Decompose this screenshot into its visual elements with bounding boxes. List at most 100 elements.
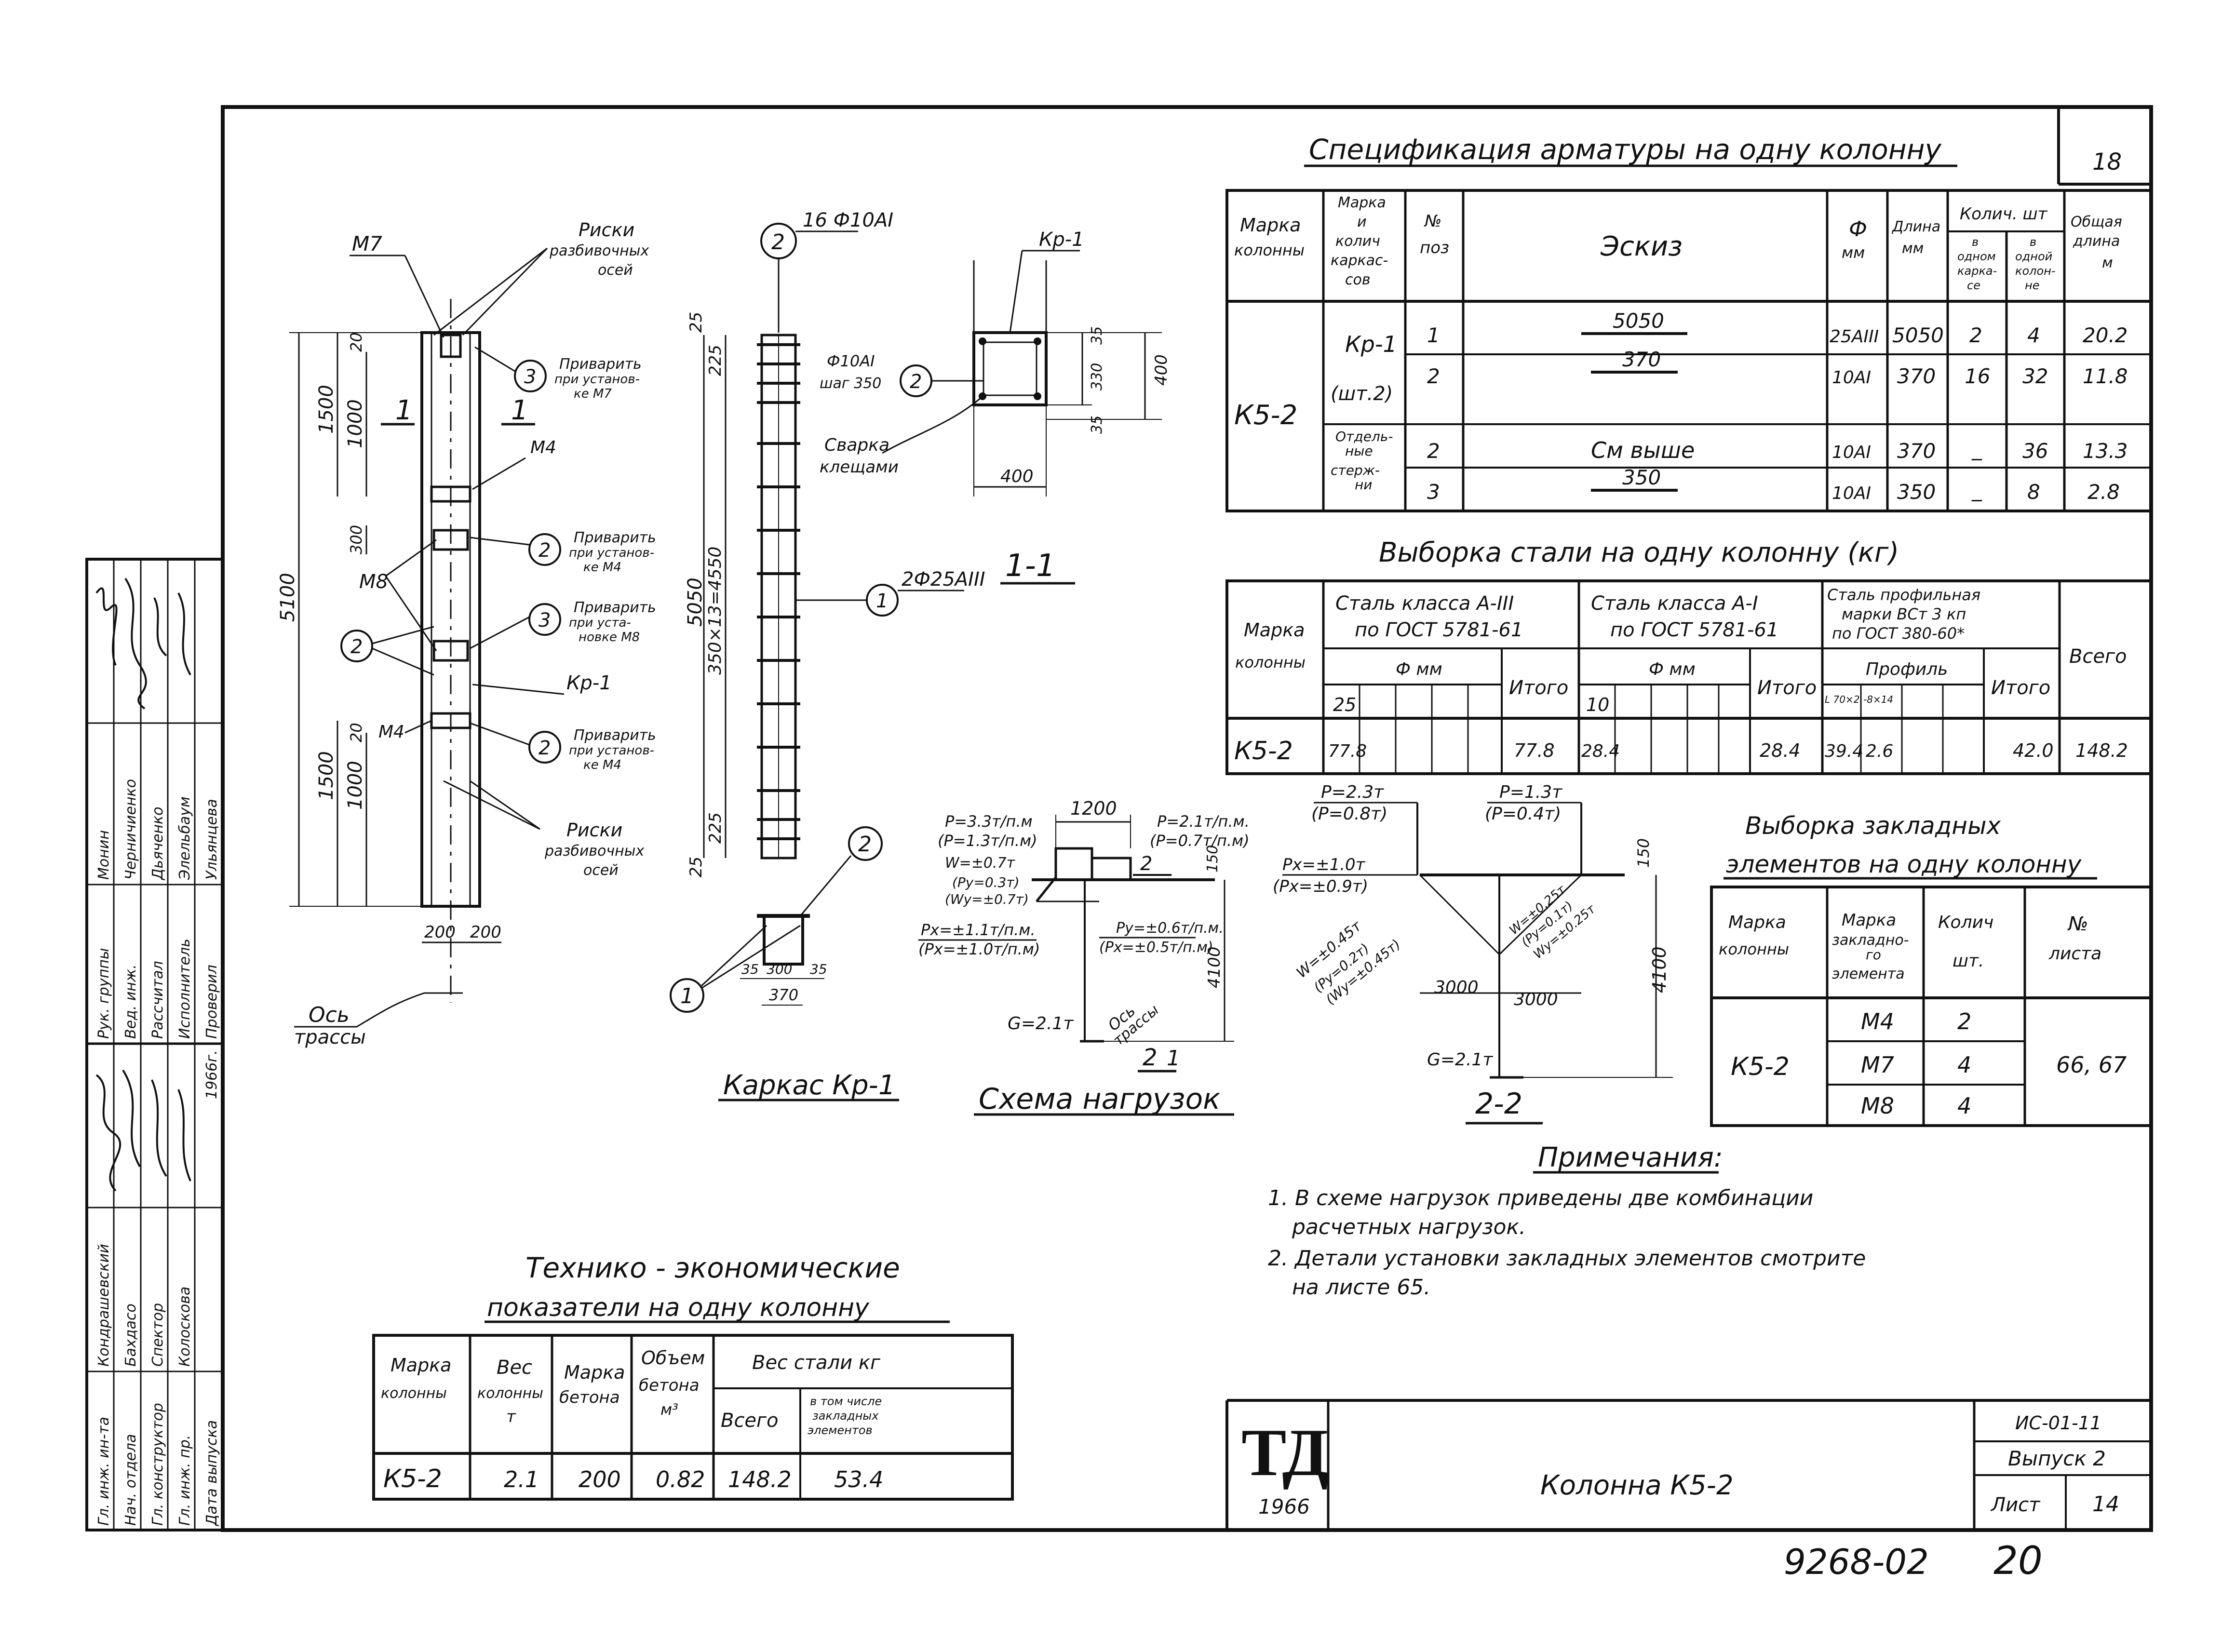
svg-text:4: 4 — [1957, 1052, 1971, 1078]
svg-text:Сталь класса А-III: Сталь класса А-III — [1335, 592, 1514, 615]
svg-text:1200: 1200 — [1070, 798, 1117, 819]
spec-h-mark: Марка — [1240, 215, 1301, 236]
svg-text:мм: мм — [1842, 243, 1865, 262]
svg-text:(Wу=±0.7т): (Wу=±0.7т) — [945, 891, 1029, 907]
svg-text:20: 20 — [347, 723, 365, 742]
svg-text:элементов: элементов — [808, 1424, 873, 1437]
svg-text:Дата выпуска: Дата выпуска — [203, 1420, 220, 1527]
svg-text:Лист: Лист — [1990, 1494, 2041, 1516]
frame-kr1: 2 16 Ф10АI 25 225 5050 350×13=4550 225 2… — [670, 209, 1075, 1101]
svg-text:осей: осей — [583, 862, 619, 879]
svg-text:Черничиенко: Черничиенко — [122, 779, 139, 880]
svg-text:225: 225 — [706, 345, 725, 376]
svg-text:колонны: колонны — [381, 1385, 447, 1402]
svg-text:Гл. инж. ин-та: Гл. инж. ин-та — [95, 1417, 112, 1526]
archive-page: 20 — [1993, 1538, 2043, 1583]
section-2-2: Р=2.3т (Р=0.8т) Р=1.3т (Р=0.4т) Рх=±1.0т… — [1273, 782, 1673, 1125]
svg-text:77.8: 77.8 — [1514, 740, 1555, 761]
svg-text:1. В схеме нагрузок приведены: 1. В схеме нагрузок приведены две комбин… — [1268, 1186, 1813, 1210]
svg-text:1966г.: 1966г. — [203, 1050, 220, 1099]
svg-text:(Р=1.3т/п.м): (Р=1.3т/п.м) — [938, 832, 1037, 850]
svg-text:39.4: 39.4 — [1825, 741, 1863, 761]
svg-text:мм: мм — [1902, 240, 1924, 257]
svg-text:марки ВСт 3 кп: марки ВСт 3 кп — [1842, 605, 1966, 623]
svg-text:Р=2.3т: Р=2.3т — [1321, 782, 1384, 802]
svg-text:К5-2: К5-2 — [1731, 1052, 1790, 1081]
svg-text:Отдель-: Отдель- — [1335, 429, 1393, 444]
svg-text:35: 35 — [810, 961, 827, 977]
svg-text:К5-2: К5-2 — [383, 1464, 442, 1493]
callout-3a — [514, 360, 547, 392]
svg-text:20: 20 — [347, 332, 365, 352]
svg-text:G=2.1т: G=2.1т — [1008, 1014, 1074, 1034]
svg-text:25: 25 — [687, 312, 706, 333]
svg-text:(Р=0.7т/п.м): (Р=0.7т/п.м) — [1150, 832, 1250, 850]
svg-text:25АIII: 25АIII — [1830, 327, 1879, 347]
svg-text:Профиль: Профиль — [1866, 659, 1948, 679]
svg-text:1500: 1500 — [315, 751, 337, 800]
svg-text:ные: ные — [1345, 443, 1373, 459]
svg-text:2: 2 — [1957, 1008, 1971, 1034]
svg-text:2: 2 — [771, 230, 785, 255]
svg-text:Гл. инж. пр.: Гл. инж. пр. — [176, 1435, 193, 1526]
drawing-name: Колонна К5-2 — [1540, 1470, 1734, 1501]
svg-text:150: 150 — [1634, 838, 1653, 868]
svg-text:закладных: закладных — [812, 1409, 879, 1423]
svg-text:5050: 5050 — [1613, 309, 1664, 333]
svg-text:32: 32 — [2022, 364, 2048, 388]
svg-text:Элельбаум: Элельбаум — [176, 796, 193, 880]
svg-text:2Ф25АIII: 2Ф25АIII — [902, 568, 985, 591]
spec-table: Спецификация арматуры на одну колонну Ма… — [1225, 133, 2153, 512]
svg-text:М7: М7 — [1861, 1052, 1894, 1078]
steel-table: Выборка стали на одну колонну (кг) Марка… — [1225, 537, 2153, 775]
svg-text:Вес: Вес — [497, 1357, 532, 1379]
svg-text:в: в — [2030, 235, 2036, 249]
svg-text:Приварить: Приварить — [559, 356, 642, 373]
svg-text:10АI: 10АI — [1832, 443, 1871, 462]
svg-text:Р=2.1т/п.м.: Р=2.1т/п.м. — [1157, 812, 1250, 831]
svg-text:Приварить: Приварить — [574, 599, 656, 616]
svg-text:1966: 1966 — [1258, 1495, 1310, 1518]
svg-text:2.8: 2.8 — [2087, 480, 2120, 504]
svg-text:го: го — [1866, 947, 1881, 963]
svg-text:370: 370 — [769, 986, 798, 1004]
svg-text:5100: 5100 — [277, 573, 299, 622]
svg-text:Кр-1: Кр-1 — [1039, 228, 1084, 251]
svg-text:370: 370 — [1897, 439, 1936, 463]
svg-text:Всего: Всего — [2069, 645, 2127, 668]
svg-text:1000: 1000 — [344, 761, 366, 810]
svg-text:4: 4 — [1957, 1093, 1971, 1119]
svg-text:Рх=±1.0т: Рх=±1.0т — [1282, 855, 1366, 874]
svg-text:сов: сов — [1345, 271, 1371, 288]
svg-text:колонны: колонны — [1234, 241, 1305, 259]
svg-text:№: № — [1424, 212, 1441, 231]
archive-number: 9268-02 — [1784, 1542, 1929, 1582]
svg-text:Р=3.3т/п.м: Р=3.3т/п.м — [945, 812, 1033, 831]
svg-text:новке М8: новке М8 — [579, 630, 640, 645]
svg-text:4100: 4100 — [1649, 946, 1670, 993]
svg-text:35: 35 — [741, 961, 759, 977]
svg-text:одном: одном — [1957, 250, 1996, 263]
svg-text:Длина: Длина — [1891, 218, 1940, 235]
svg-text:(Ру=0.3т): (Ру=0.3т) — [952, 874, 1020, 890]
svg-text:каркас-: каркас- — [1331, 252, 1388, 269]
svg-text:25: 25 — [1333, 694, 1356, 715]
svg-text:М8: М8 — [359, 571, 388, 593]
embedded-table: Выборка закладных элементов на одну коло… — [1710, 812, 2153, 1127]
svg-text:м: м — [2102, 255, 2113, 271]
svg-text:1: 1 — [395, 395, 413, 426]
svg-text:М4: М4 — [1861, 1008, 1894, 1034]
svg-text:3: 3 — [1427, 480, 1440, 504]
svg-text:2: 2 — [1427, 364, 1440, 388]
svg-text:200: 200 — [579, 1466, 621, 1492]
svg-text:13.3: 13.3 — [2083, 439, 2128, 463]
svg-text:одной: одной — [2015, 250, 2052, 263]
svg-text:10: 10 — [1586, 694, 1609, 715]
svg-text:53.4: 53.4 — [834, 1466, 883, 1492]
svg-text:М4: М4 — [530, 438, 556, 457]
svg-text:0.82: 0.82 — [656, 1466, 705, 1492]
svg-text:Сталь класса А-I: Сталь класса А-I — [1591, 592, 1758, 615]
svg-text:370: 370 — [1897, 364, 1936, 388]
svg-text:150: 150 — [1204, 845, 1221, 873]
svg-text:элементов на одну колонну: элементов на одну колонну — [1726, 850, 2082, 878]
